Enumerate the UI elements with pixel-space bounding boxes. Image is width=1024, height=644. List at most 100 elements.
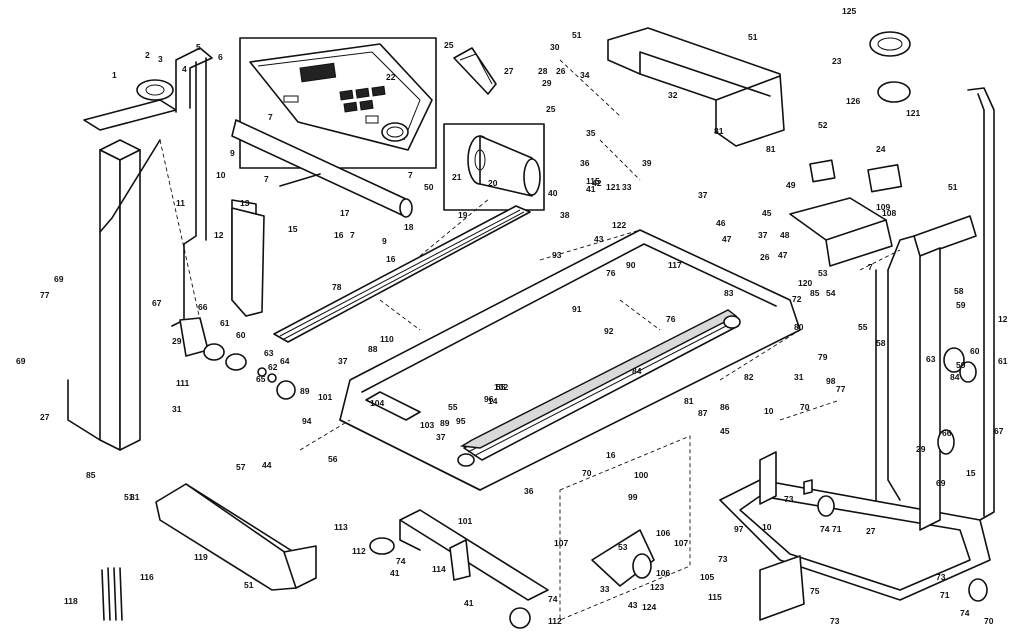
callout-71: 71 <box>940 590 950 600</box>
wire-tie-bundle <box>101 567 123 621</box>
callout-106: 106 <box>656 568 670 578</box>
callout-76: 76 <box>606 268 616 278</box>
callout-37: 37 <box>698 190 708 200</box>
callout-5: 5 <box>196 42 201 52</box>
callout-58: 58 <box>954 286 964 296</box>
callout-26: 26 <box>760 252 770 262</box>
callout-59: 59 <box>956 360 966 370</box>
callout-85: 85 <box>86 470 96 480</box>
left-upright-assembly <box>67 47 213 451</box>
callout-93: 93 <box>552 250 562 260</box>
callout-64: 64 <box>280 356 290 366</box>
callout-47: 47 <box>722 234 732 244</box>
callout-123: 123 <box>650 582 664 592</box>
callout-56: 56 <box>328 454 338 464</box>
callout-74: 74 <box>960 608 970 618</box>
callout-77: 77 <box>836 384 846 394</box>
callout-74: 74 <box>396 556 406 566</box>
callout-90: 90 <box>626 260 636 270</box>
callout-98: 98 <box>826 376 836 386</box>
callout-53: 53 <box>618 542 628 552</box>
callout-107: 107 <box>554 538 568 548</box>
callout-36: 36 <box>524 486 534 496</box>
right-upright-assembly <box>875 87 995 531</box>
callout-119: 119 <box>194 552 208 562</box>
callout-125: 125 <box>842 6 856 16</box>
callout-61: 61 <box>220 318 230 328</box>
callout-9: 9 <box>230 148 235 158</box>
callout-71: 71 <box>832 524 842 534</box>
callout-25: 25 <box>546 104 556 114</box>
callout-58: 58 <box>876 338 886 348</box>
callout-116: 116 <box>140 572 154 582</box>
callout-81: 81 <box>130 492 140 502</box>
callout-33: 33 <box>622 182 632 192</box>
callout-84: 84 <box>632 366 642 376</box>
callout-15: 15 <box>966 468 976 478</box>
callout-19: 19 <box>458 210 468 220</box>
callout-89: 89 <box>300 386 310 396</box>
callout-36: 36 <box>580 158 590 168</box>
callout-7: 7 <box>264 174 269 184</box>
left-fastener-group <box>179 317 296 400</box>
callout-110: 110 <box>380 334 394 344</box>
callout-4: 4 <box>182 64 187 74</box>
callout-105: 105 <box>700 572 714 582</box>
callout-112: 112 <box>352 546 366 556</box>
drive-belt <box>453 47 497 95</box>
callout-7: 7 <box>268 112 273 122</box>
console-inset <box>239 37 437 169</box>
callout-7: 7 <box>408 170 413 180</box>
callout-108: 108 <box>882 208 896 218</box>
callout-67: 67 <box>152 298 162 308</box>
callout-49: 49 <box>786 180 796 190</box>
callout-69: 69 <box>936 478 946 488</box>
callout-51: 51 <box>748 32 758 42</box>
callout-63: 63 <box>264 348 274 358</box>
callout-32: 32 <box>668 90 678 100</box>
callout-89: 89 <box>440 418 450 428</box>
callout-60: 60 <box>236 330 246 340</box>
callout-51: 51 <box>948 182 958 192</box>
callout-43: 43 <box>628 600 638 610</box>
callout-41: 41 <box>464 598 474 608</box>
callout-112: 112 <box>548 616 562 626</box>
callout-57: 57 <box>236 462 246 472</box>
leader-lines <box>159 59 901 451</box>
callout-27: 27 <box>866 526 876 536</box>
callout-121: 121 <box>606 182 620 192</box>
callout-27: 27 <box>40 412 50 422</box>
callout-70: 70 <box>582 468 592 478</box>
callout-59: 59 <box>956 300 966 310</box>
slat-panel <box>273 205 531 343</box>
callout-34: 34 <box>580 70 590 80</box>
front-roller-inset <box>443 123 545 211</box>
callout-103: 103 <box>420 420 434 430</box>
callout-3: 3 <box>158 54 163 64</box>
callout-113: 113 <box>334 522 348 532</box>
callout-30: 30 <box>550 42 560 52</box>
callout-78: 78 <box>332 282 342 292</box>
callout-121: 121 <box>906 108 920 118</box>
callout-45: 45 <box>720 426 730 436</box>
callout-91: 91 <box>572 304 582 314</box>
callout-38: 38 <box>560 210 570 220</box>
callout-61: 61 <box>998 356 1008 366</box>
callout-17: 17 <box>340 208 350 218</box>
callout-104: 104 <box>370 398 384 408</box>
callout-84: 84 <box>950 372 960 382</box>
callout-77: 77 <box>40 290 50 300</box>
callout-106: 106 <box>656 528 670 538</box>
callout-66: 66 <box>942 428 952 438</box>
callout-117: 117 <box>668 260 682 270</box>
callout-85: 85 <box>810 288 820 298</box>
callout-29: 29 <box>916 444 926 454</box>
callout-11: 11 <box>176 198 185 208</box>
callout-51: 51 <box>572 30 582 40</box>
callout-102: 102 <box>494 382 508 392</box>
callout-10: 10 <box>762 522 772 532</box>
callout-75: 75 <box>810 586 820 596</box>
motor-hood <box>607 27 785 147</box>
front-foot <box>155 483 317 591</box>
